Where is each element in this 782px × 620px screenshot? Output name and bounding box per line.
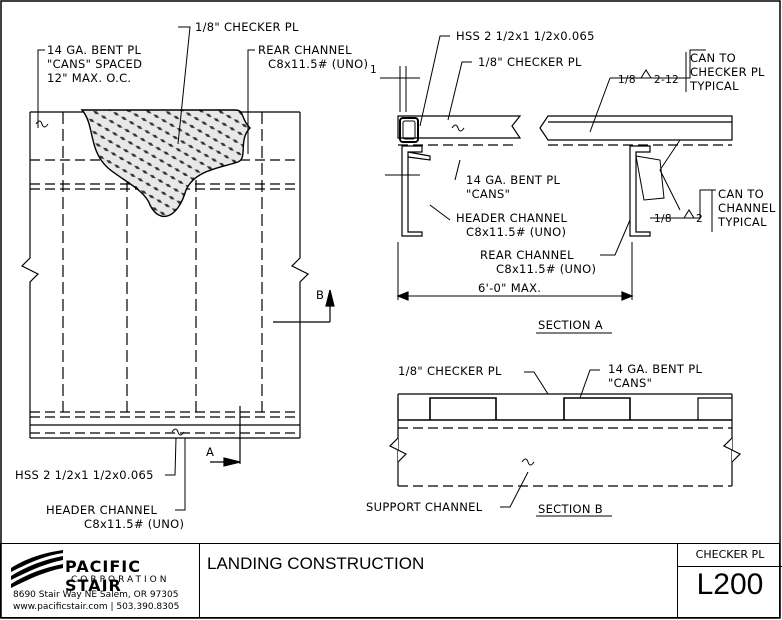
section-a-span-dim: 6'-0" MAX. [478, 281, 541, 295]
cut-marker-a: A [206, 445, 214, 459]
plan-bent-pl-label-1: 14 GA. BENT PL [47, 43, 141, 57]
drawing-id-block: CHECKER PL L200 [677, 544, 782, 617]
company-contact: www.pacificstair.com | 503.390.8305 [13, 602, 180, 612]
plan-header-channel-label-2: C8x11.5# (UNO) [84, 517, 184, 531]
section-b-drawing [388, 369, 742, 517]
company-block: PACIFIC STAIR CORPORATION 8690 Stair Way… [1, 544, 200, 617]
plan-rear-channel-label-1: REAR CHANNEL [258, 43, 352, 57]
plan-view [20, 26, 335, 511]
plan-checker-label: 1/8" CHECKER PL [195, 20, 299, 34]
company-name: PACIFIC STAIR [65, 557, 141, 595]
plan-rear-channel-label-2: C8x11.5# (UNO) [268, 57, 368, 71]
section-a-header-label-1: HEADER CHANNEL [456, 211, 567, 225]
company-address: 8690 Stair Way NE Salem, OR 97305 [13, 590, 179, 600]
section-a-weld-bot-note-3: TYPICAL [717, 215, 767, 229]
plan-bent-pl-label-2: "CANS" SPACED [47, 57, 142, 71]
section-a-rear-label-2: C8x11.5# (UNO) [496, 262, 596, 276]
section-a-checker-label: 1/8" CHECKER PL [478, 55, 582, 69]
drawing-title: LANDING CONSTRUCTION [207, 554, 425, 573]
plan-header-channel-label-1: HEADER CHANNEL [46, 503, 157, 517]
section-a-title: SECTION A [538, 318, 603, 332]
section-b-support-label: SUPPORT CHANNEL [366, 500, 483, 514]
company-corporation: CORPORATION [71, 575, 170, 585]
section-a-cans-label-1: 14 GA. BENT PL [466, 173, 560, 187]
section-a-weld-bot-size: 1/8 [654, 213, 672, 225]
section-a-weld-top-spec: 2-12 [654, 74, 679, 86]
section-a-weld-top-size: 1/8 [618, 74, 636, 86]
section-a-hss-label: HSS 2 1/2x1 1/2x0.065 [456, 29, 595, 43]
section-a-weld-top-note-2: CHECKER PL [690, 65, 765, 79]
drawing-subtitle: CHECKER PL [678, 544, 782, 567]
section-a-rear-label-1: REAR CHANNEL [480, 248, 574, 262]
section-a-weld-top-note-3: TYPICAL [689, 79, 739, 93]
plan-bent-pl-label-3: 12" MAX. O.C. [47, 71, 131, 85]
section-a-weld-top-note-1: CAN TO [690, 51, 736, 65]
section-a-cans-label-2: "CANS" [466, 187, 510, 201]
cut-marker-b: B [316, 288, 324, 302]
section-b-cans-label-2: "CANS" [608, 376, 652, 390]
section-a-header-label-2: C8x11.5# (UNO) [466, 225, 566, 239]
section-a-weld-bot-spec: 2 [696, 213, 703, 225]
section-a-weld-bot-note-1: CAN TO [718, 187, 764, 201]
section-a-dim-one: 1 [370, 64, 377, 76]
section-b-title: SECTION B [538, 502, 603, 516]
section-b-cans-label-1: 14 GA. BENT PL [608, 362, 702, 376]
section-b-checker-label: 1/8" CHECKER PL [398, 364, 502, 378]
title-block: PACIFIC STAIR CORPORATION 8690 Stair Way… [0, 543, 782, 618]
section-a-weld-bot-note-2: CHANNEL [718, 201, 776, 215]
section-a-drawing [380, 35, 733, 334]
company-logo-icon [11, 550, 63, 588]
drawing-number: L200 [696, 568, 764, 601]
plan-hss-label: HSS 2 1/2x1 1/2x0.065 [15, 468, 154, 482]
